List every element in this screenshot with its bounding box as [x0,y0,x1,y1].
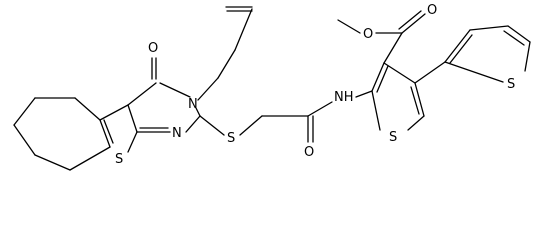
thiophene-bond [371,90,381,131]
allyl-bond [217,49,236,79]
thiophene-bond [407,115,425,131]
atom-label-s-central-thiophene: S [389,130,397,145]
atom-labels: O N S N S O NH S O O S [115,3,515,167]
atom-label-o-ester-carbonyl: O [427,3,437,18]
atom-label-n-pyrimidine: N [172,126,182,141]
ester-carbonyl-double-bond [401,13,426,34]
allyl-bond [234,8,253,51]
bonds [13,6,531,171]
thienyl-bond [507,25,531,43]
molecule-diagram: O N S N S O NH S O O S [13,3,531,171]
allyl-n-bond [197,77,219,101]
cycloheptane-bond [13,124,36,156]
amide-n-bond [307,101,333,117]
thienyl-bond [469,25,509,31]
atom-label-s-fused-thiophene: S [115,152,123,167]
thienyl-link-bond [414,61,446,84]
ring-bond [195,107,201,117]
ring-bond [185,115,201,133]
thiophene-bond [371,62,385,92]
methyl-bond [337,19,361,34]
cycloheptane-bond [34,154,71,171]
cycloheptane-bond [69,146,111,171]
atom-label-o-ketone: O [148,41,158,56]
nh-ring-bond [355,90,373,98]
thienyl-bond [444,29,471,63]
thiophene-bond [99,104,129,121]
structure-svg: O N S N S O NH S O O S [13,3,531,171]
thienyl-bond [524,41,531,72]
atom-label-s-thienyl: S [507,77,515,92]
atom-label-nh: NH [334,90,354,105]
thioether-bond [239,115,263,136]
atom-label-s-thioether: S [227,131,235,146]
ring-bond [127,104,138,133]
ring-bond [127,82,157,106]
atom-label-o-ester: O [363,27,373,42]
ring-bond [159,82,191,98]
thiophene-bond [383,62,416,84]
atom-label-o-amide: O [304,145,314,160]
cycloheptane-bond [74,97,101,121]
ester-bond [383,32,403,64]
thioether-bond [199,115,225,136]
atom-label-n-ring: N [188,97,198,112]
thiophene-bond [127,131,138,153]
thienyl-bond [444,61,504,83]
thiophene-bond [99,119,111,148]
cycloheptane-bond [13,97,36,126]
thiophene-bond [414,82,425,117]
